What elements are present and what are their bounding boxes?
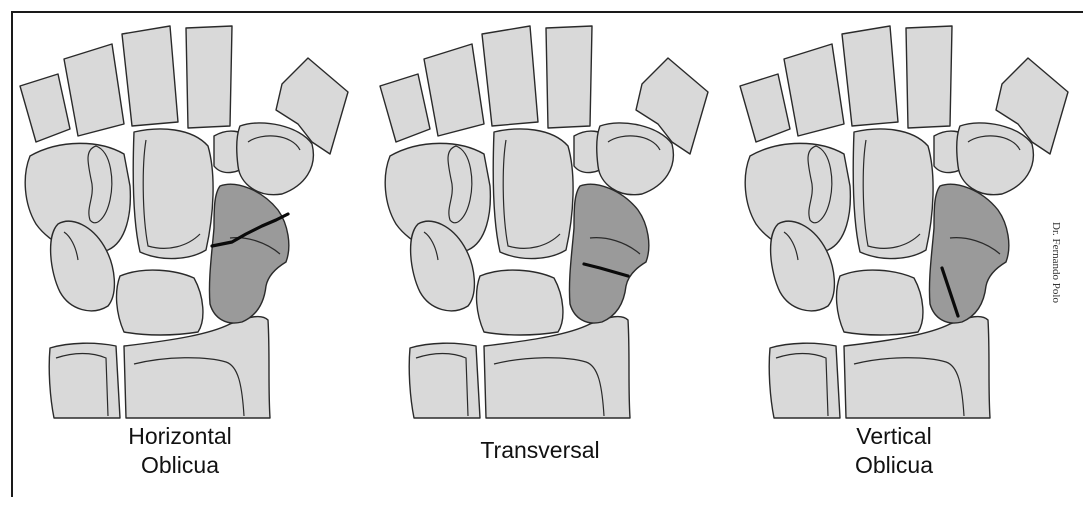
caption-vertical-oblique: Vertical Oblicua bbox=[774, 422, 1014, 480]
author-credit: Dr. Fernando Polo bbox=[1050, 222, 1062, 303]
wrist-diagram-vertical-oblique bbox=[720, 14, 1080, 424]
caption-horizontal-oblique: Horizontal Oblicua bbox=[60, 422, 300, 480]
caption-line-1: Vertical bbox=[774, 422, 1014, 451]
wrist-diagram-transversal bbox=[360, 14, 720, 424]
scaphoid-bone bbox=[209, 184, 288, 323]
caption-transversal: Transversal bbox=[420, 436, 660, 465]
wrist-diagram-horizontal-oblique bbox=[0, 14, 360, 424]
caption-line-1: Horizontal bbox=[60, 422, 300, 451]
caption-line-2: Oblicua bbox=[60, 451, 300, 480]
scaphoid-bone bbox=[929, 184, 1008, 323]
scaphoid-bone bbox=[569, 184, 648, 323]
caption-line-2: Oblicua bbox=[774, 451, 1014, 480]
caption-line-2: Transversal bbox=[420, 436, 660, 465]
